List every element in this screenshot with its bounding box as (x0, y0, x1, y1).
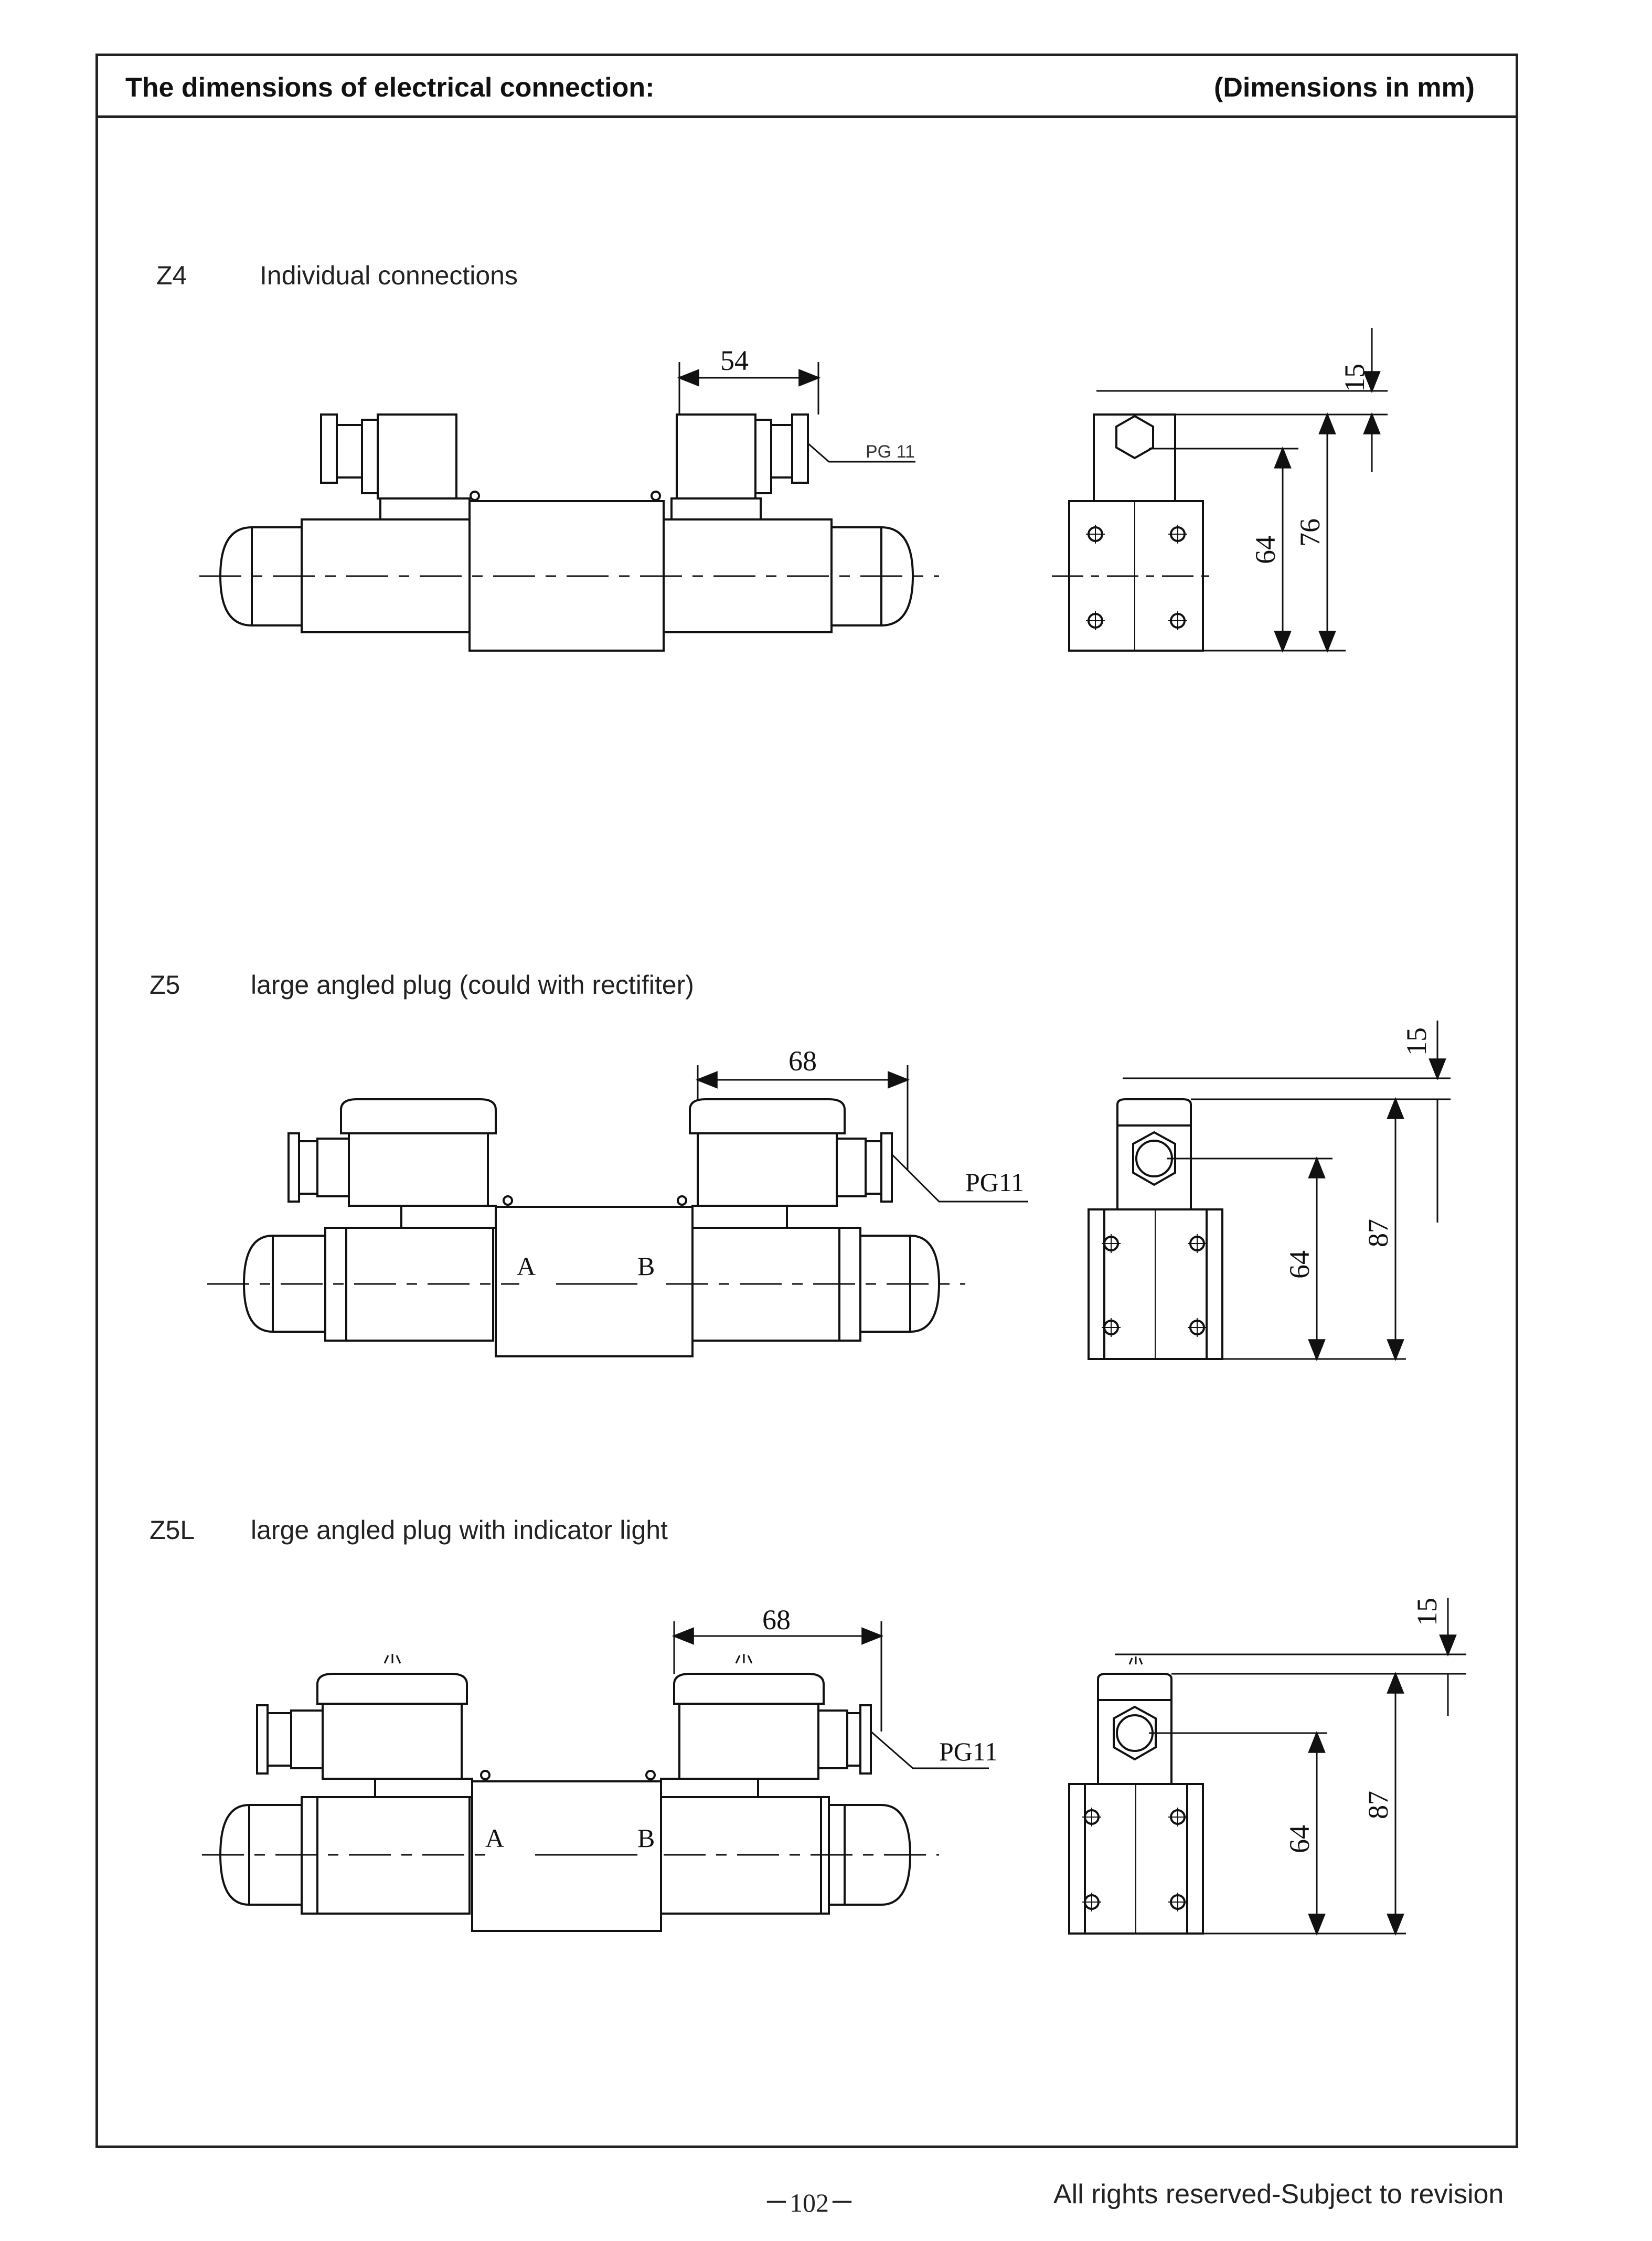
z5l-left-plug-cap (316, 1673, 468, 1705)
z5-valve-body (495, 1206, 694, 1357)
z5-port-label: PG11 (965, 1167, 1024, 1197)
section-code-z5l: Z5L (150, 1515, 195, 1545)
z4-end-view (1052, 328, 1388, 653)
z5l-left-plug-box (322, 1703, 463, 1780)
z5-right-plug-box (697, 1132, 838, 1207)
z5-end-plug (1116, 1124, 1192, 1210)
z5l-inner-height-dim: 64 (1284, 1825, 1315, 1853)
z5l-end-view (1068, 1598, 1466, 1936)
z5l-port-b: B (637, 1823, 655, 1853)
z5-inner-height-dim: 64 (1284, 1250, 1315, 1279)
z5-port-a: A (517, 1251, 536, 1281)
copyright-notice: All rights reserved-Subject to revision (1053, 2179, 1504, 2210)
z5l-end-plug (1097, 1699, 1173, 1785)
z5l-hex-nut (1113, 1705, 1157, 1761)
z5l-width-dim: 68 (762, 1604, 791, 1635)
z5l-valve-body (471, 1780, 662, 1932)
z4-end-plug (1093, 413, 1176, 502)
page-frame: The dimensions of electrical connection:… (95, 54, 1518, 2148)
z4-side-view (199, 362, 939, 652)
z5-left-plug-box (348, 1132, 489, 1207)
z5l-right-plug-box (678, 1703, 819, 1780)
z5-width-dim: 68 (788, 1045, 817, 1077)
z4-hex-nut (1115, 415, 1154, 460)
z4-top-offset-dim: 15 (1339, 364, 1370, 392)
z4-port-label: PG 11 (866, 442, 915, 462)
z4-width-dim: 54 (720, 345, 749, 376)
z5-side-view (207, 1065, 1028, 1357)
z5-top-offset-dim: 15 (1401, 1027, 1432, 1056)
section-title-z5: large angled plug (could with rectifiter… (251, 970, 694, 1000)
section-title-z4: Individual connections (260, 261, 518, 290)
header-title: The dimensions of electrical connection: (125, 72, 655, 103)
section-title-z5l: large angled plug with indicator light (251, 1515, 668, 1545)
z5l-port-a: A (485, 1823, 504, 1853)
section-code-z5: Z5 (150, 970, 180, 1000)
z5l-port-label: PG11 (939, 1737, 998, 1766)
z5l-right-plug-cap (673, 1673, 825, 1705)
page-number: －102－ (763, 2188, 855, 2217)
section-code-z4: Z4 (156, 261, 187, 290)
z4-inner-height-dim: 64 (1250, 536, 1281, 564)
z5-port-b: B (637, 1251, 655, 1281)
z5-right-plug-cap (689, 1098, 846, 1134)
z4-right-plug (676, 413, 756, 500)
header-units: (Dimensions in mm) (1214, 72, 1475, 103)
page-header: The dimensions of electrical connection:… (98, 56, 1516, 118)
z5-hex-nut (1132, 1131, 1176, 1186)
z5l-top-offset-dim: 15 (1411, 1598, 1443, 1626)
z5-outer-height-dim: 87 (1362, 1219, 1394, 1247)
z5-end-view (1088, 1021, 1451, 1362)
z5l-outer-height-dim: 87 (1362, 1791, 1394, 1819)
z5-left-plug-cap (340, 1098, 497, 1134)
z4-left-plug (377, 413, 457, 500)
z4-outer-height-dim: 76 (1294, 518, 1326, 547)
z5l-side-view (202, 1621, 989, 1932)
